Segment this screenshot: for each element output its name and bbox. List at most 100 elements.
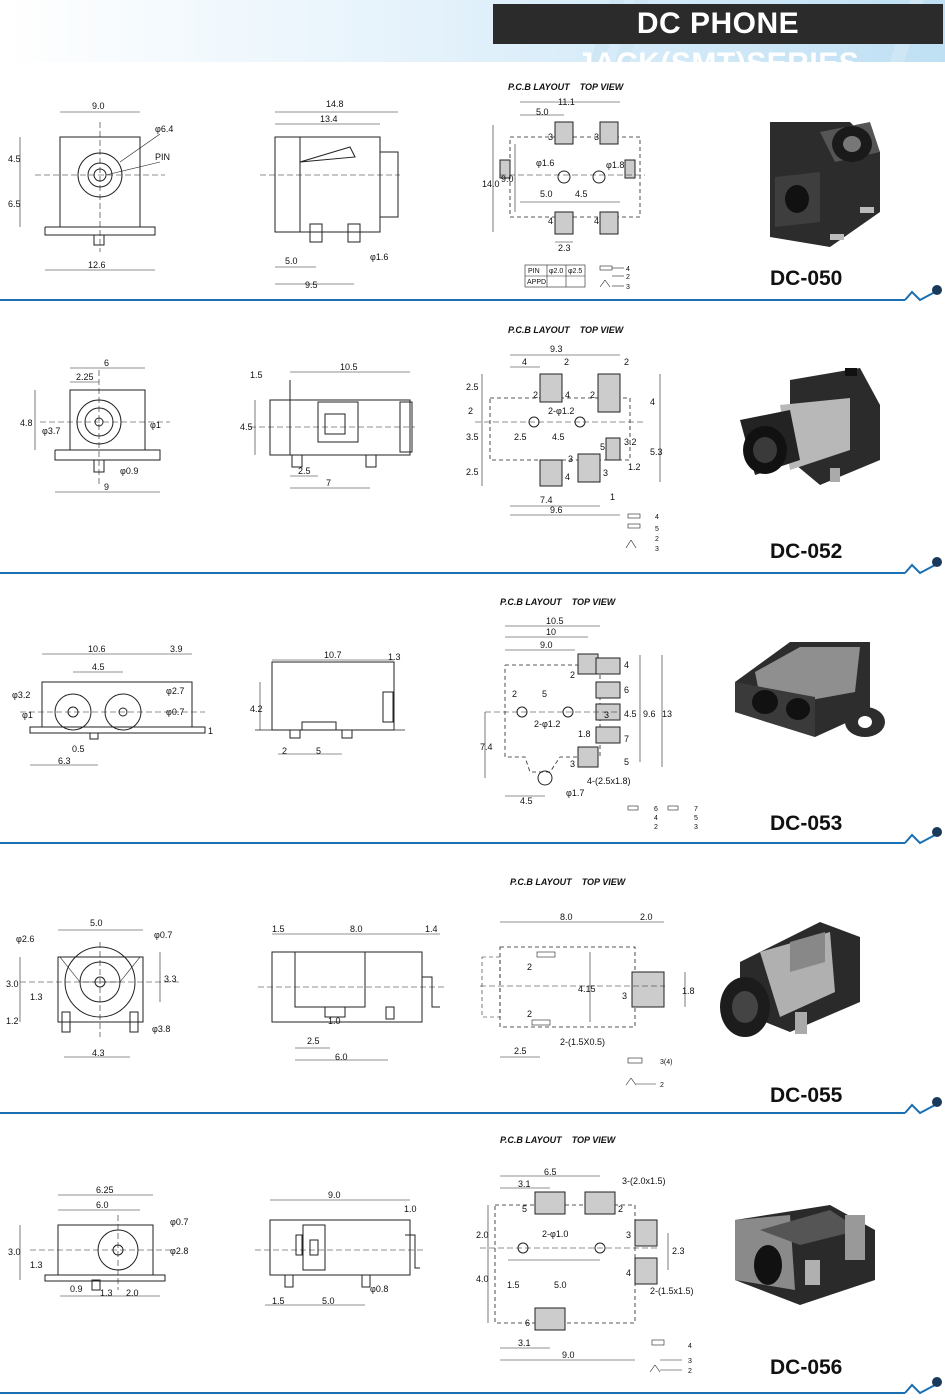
dim-label: 2.5 xyxy=(466,382,479,392)
dim-label: 13.4 xyxy=(320,114,338,124)
product-photo xyxy=(735,1205,875,1305)
dim-label: φ2.8 xyxy=(170,1246,188,1256)
dim-label: φ1.8 xyxy=(606,160,624,170)
dim-label: 14.0 xyxy=(482,179,500,189)
front-view xyxy=(19,929,180,1058)
dim-label: 6.3 xyxy=(58,756,71,766)
dim-label: 10 xyxy=(546,627,556,637)
model-label: DC-050 xyxy=(770,267,843,290)
dim-label: 7.4 xyxy=(540,495,553,505)
dim-label: φ1 xyxy=(22,710,33,720)
dim-label: 2.0 xyxy=(476,1230,489,1240)
dim-label: 4.3 xyxy=(92,1048,105,1058)
pin-label: 6 xyxy=(654,806,658,813)
dim-label: φ1 xyxy=(150,420,161,430)
pin-label: 2 xyxy=(626,274,630,281)
model-label: DC-053 xyxy=(770,812,843,835)
dim-label: 4.0 xyxy=(476,1274,489,1284)
page-title: DC PHONE JACK(SMT)SERIES xyxy=(493,4,943,80)
dim-label: 11.1 xyxy=(558,97,575,107)
section-divider xyxy=(0,827,942,845)
product-photo xyxy=(740,368,880,485)
dim-label: 9.0 xyxy=(501,174,514,184)
dim-label: 6.0 xyxy=(335,1052,348,1062)
dim-label: 3.1 xyxy=(518,1338,531,1348)
dim-label: 4 xyxy=(650,397,655,407)
dim-label: 2 xyxy=(468,406,473,416)
pin-label: 3 xyxy=(688,1358,692,1365)
dim-label: 2-(1.5x1.5) xyxy=(650,1286,694,1296)
dim-label: φ0.9 xyxy=(120,466,138,476)
dim-label: 7.4 xyxy=(480,742,493,752)
dim-label: 2.3 xyxy=(672,1246,685,1256)
model-label: DC-055 xyxy=(770,1084,843,1107)
dim-label: 4.5 xyxy=(575,189,588,199)
dim-label: 10.6 xyxy=(88,644,106,654)
dim-label: 1.4 xyxy=(425,924,438,934)
pin-label: 2 xyxy=(660,1082,664,1089)
dim-label: 1.3 xyxy=(100,1288,113,1298)
model-label: DC-056 xyxy=(770,1356,843,1379)
side-view xyxy=(258,933,445,1061)
pcb-layout xyxy=(475,354,661,549)
drawing-dc053: 10.6 3.9 4.5 φ3.2 φ1 φ2.7 φ0.7 0.5 6.3 1… xyxy=(0,616,942,845)
pin-number: 5 xyxy=(522,1204,527,1214)
front-view xyxy=(19,1194,175,1297)
section-divider xyxy=(0,285,942,302)
dim-label: 7 xyxy=(326,478,331,488)
pin-number: 2 xyxy=(590,390,595,400)
dim-label: 4 xyxy=(522,357,527,367)
dim-label: 3-(2.0x1.5) xyxy=(622,1176,666,1186)
pin-number: 2 xyxy=(533,390,538,400)
dim-label: 5 xyxy=(316,746,321,756)
pin-number: 3 xyxy=(603,468,608,478)
pin-number: 2 xyxy=(527,1009,532,1019)
pin-number: 5 xyxy=(624,757,629,767)
dim-label: φ3.8 xyxy=(152,1024,170,1034)
dim-label: 9.0 xyxy=(328,1190,341,1200)
dim-label: 2.5 xyxy=(514,1046,527,1056)
section-dc056: 6.25 6.0 3.0 1.3 φ0.7 φ2.8 0.9 1.3 2.0 9… xyxy=(0,1120,945,1400)
pin-number: 3 xyxy=(626,1230,631,1240)
pin-label: 4 xyxy=(688,1343,692,1350)
side-view xyxy=(250,371,415,489)
dim-label: 9.6 xyxy=(550,505,563,515)
drawing-dc055: 5.0 φ2.6 φ0.7 3.0 1.3 1.2 3.3 φ3.8 4.3 1… xyxy=(0,912,942,1115)
dim-label: 6.0 xyxy=(96,1200,109,1210)
dim-label: 2-φ1.2 xyxy=(534,719,560,729)
pin-label: 2 xyxy=(688,1368,692,1375)
product-photo xyxy=(770,122,880,247)
dim-label: 4.5 xyxy=(8,154,21,164)
dim-label: 9 xyxy=(104,482,109,492)
dim-label: φ0.8 xyxy=(370,1284,388,1294)
dim-label: 8.0 xyxy=(350,924,363,934)
drawing-dc056: 6.25 6.0 3.0 1.3 φ0.7 φ2.8 0.9 1.3 2.0 9… xyxy=(0,1167,942,1395)
pin-number: 3 xyxy=(570,759,575,769)
dim-label: PIN xyxy=(155,152,170,162)
dim-label: 5 xyxy=(542,689,547,699)
pcb-layout-title: P.C.B LAYOUT TOP VIEW xyxy=(508,325,624,335)
dim-label: 1.5 xyxy=(507,1280,520,1290)
pin-number: 4 xyxy=(594,216,599,226)
dim-label: 1.0 xyxy=(404,1204,417,1214)
dim-label: 9.0 xyxy=(92,101,105,111)
dim-label: 5.0 xyxy=(322,1296,335,1306)
dim-label: 1.3 xyxy=(30,1260,43,1270)
pin-number: 2 xyxy=(570,670,575,680)
pin-number: 3 xyxy=(548,132,553,142)
dim-label: φ1.7 xyxy=(566,788,584,798)
dim-label: 5.0 xyxy=(285,256,298,266)
pin-number: 4 xyxy=(565,472,570,482)
pin-label: 5 xyxy=(655,526,659,533)
dim-label: 3.9 xyxy=(170,644,183,654)
pin-label: 3 xyxy=(694,824,698,831)
table-cell: APPD xyxy=(527,279,546,286)
dim-label: 2.5 xyxy=(514,432,527,442)
dim-label: 2.5 xyxy=(307,1036,320,1046)
pin-number: 7 xyxy=(624,734,629,744)
dim-label: 12.6 xyxy=(88,260,106,270)
dim-label: 4.5 xyxy=(240,422,253,432)
dim-label: 1.8 xyxy=(578,729,591,739)
drawing-dc052: 6 2.25 4.8 φ3.7 φ1 φ0.9 9 1.5 10.5 4.5 2… xyxy=(0,344,942,575)
pin-number: 4 xyxy=(548,216,553,226)
